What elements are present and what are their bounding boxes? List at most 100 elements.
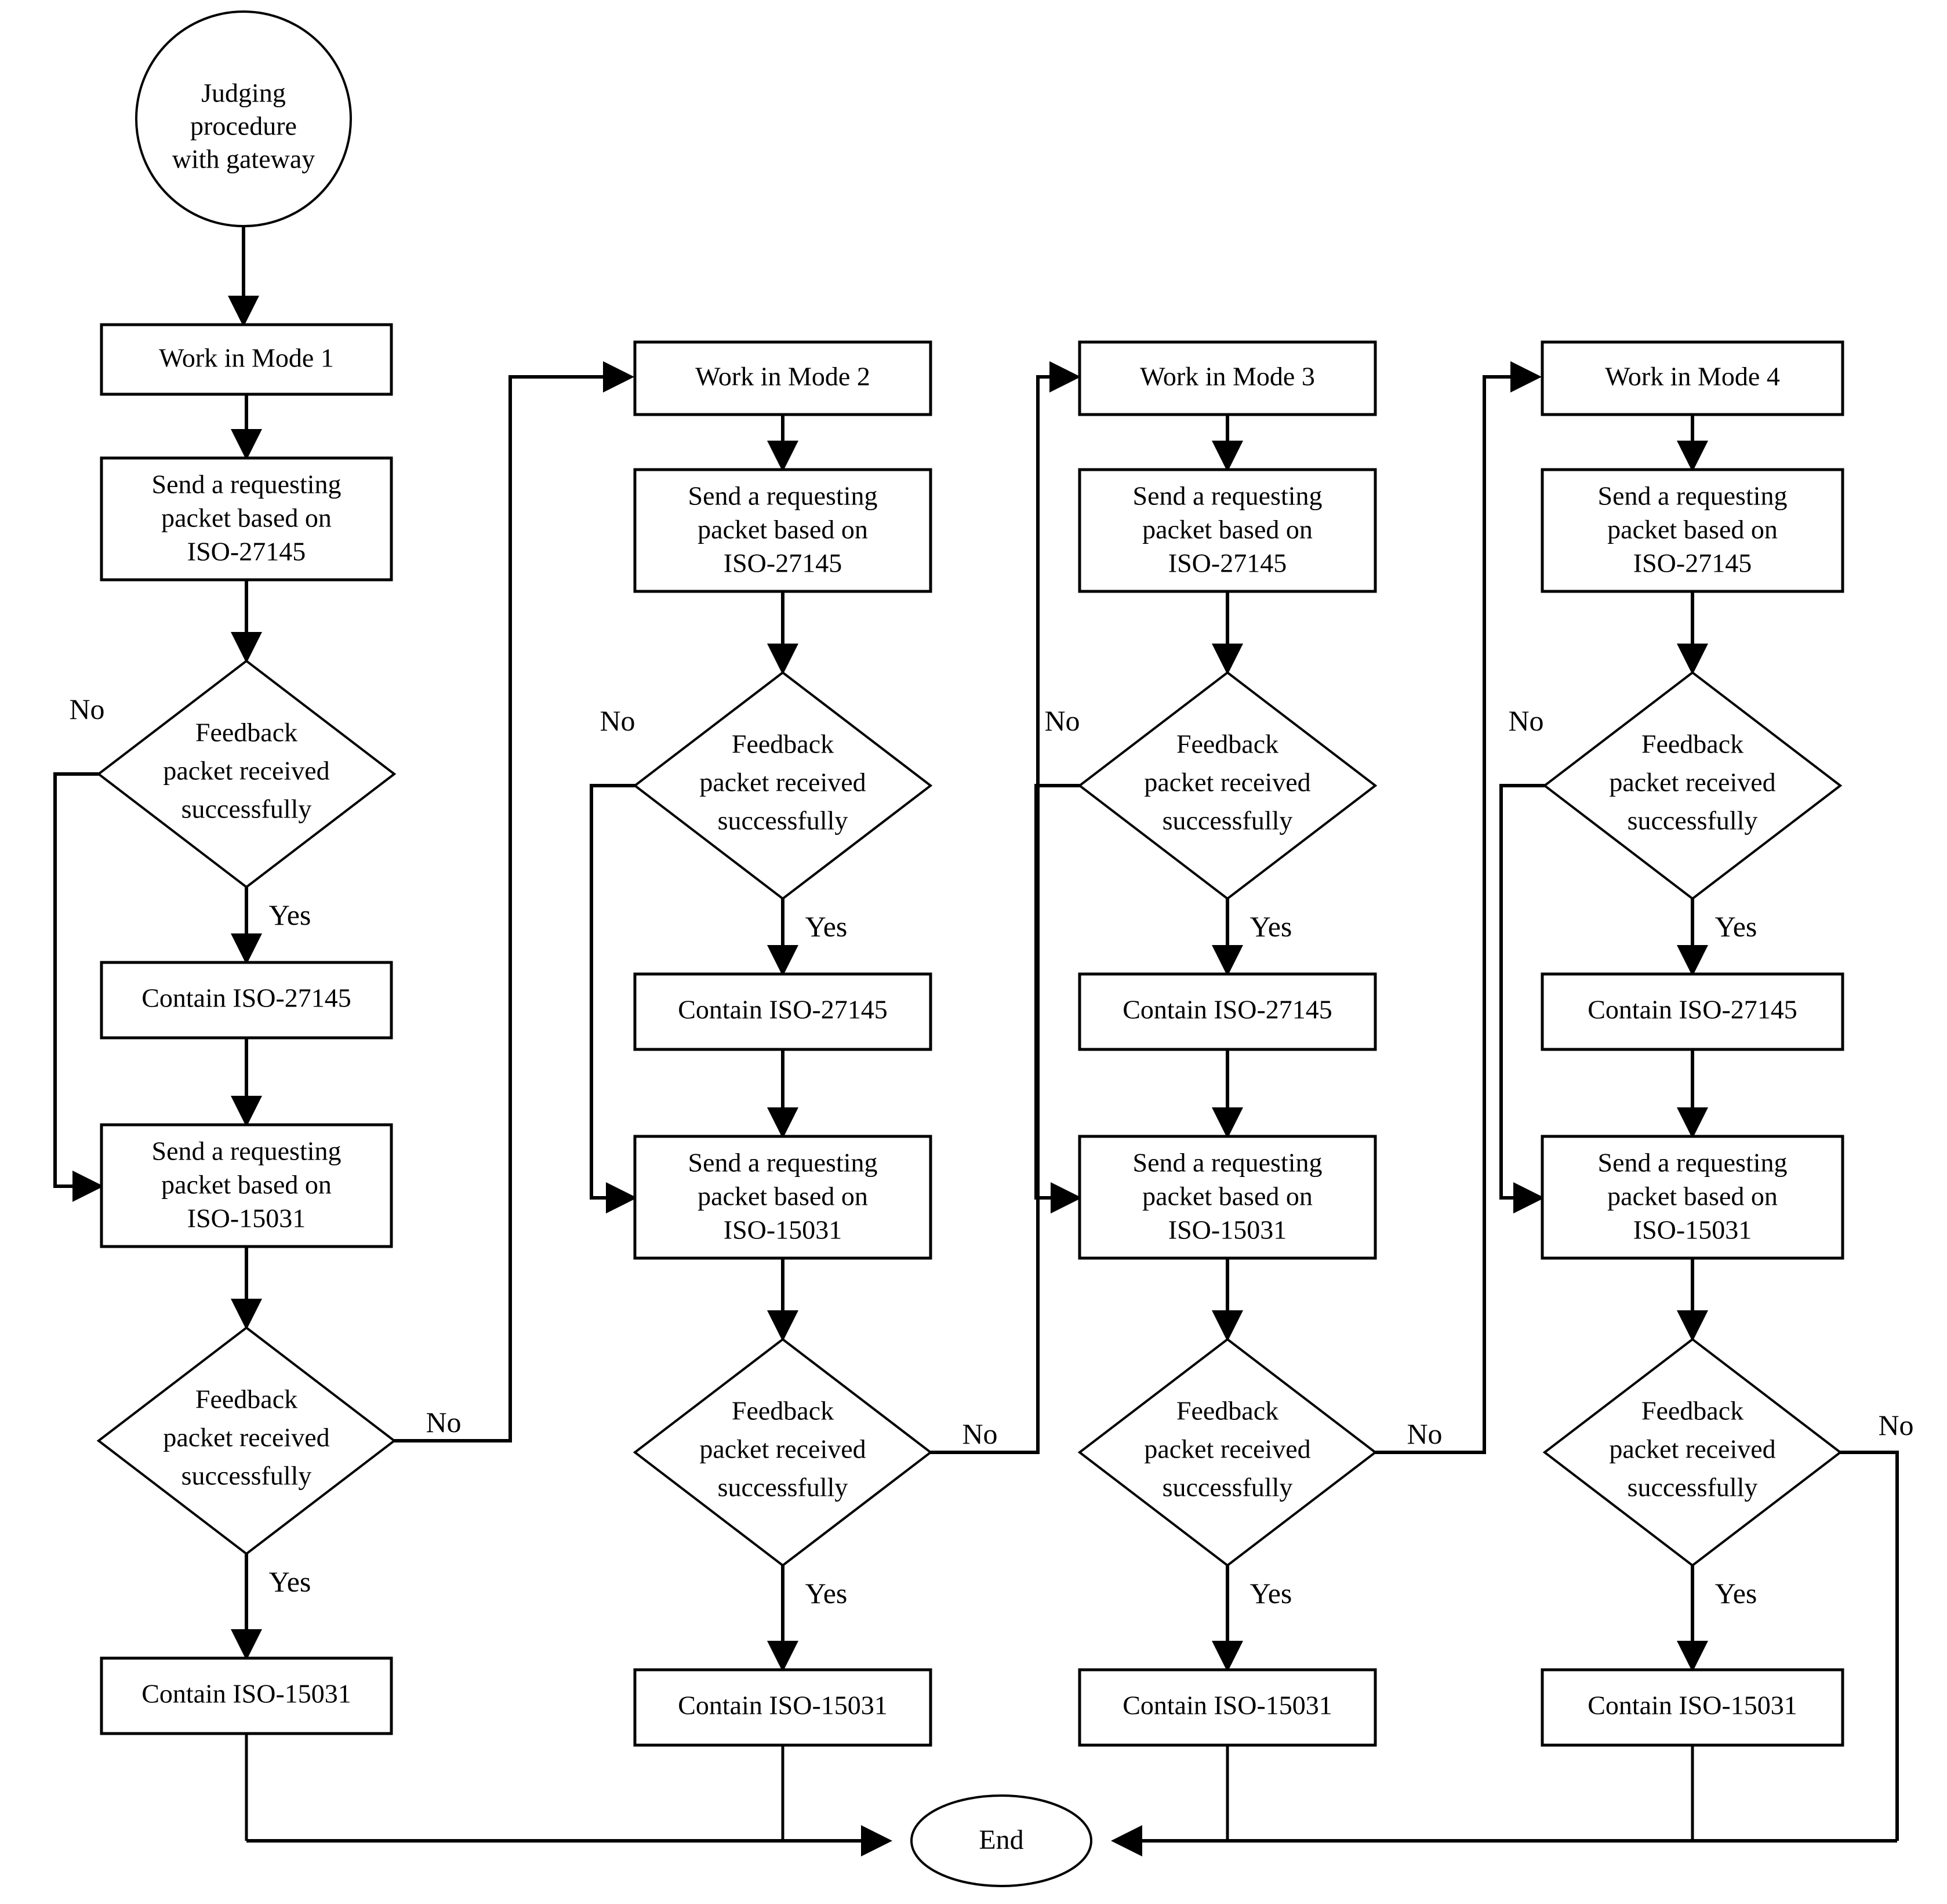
col4-edge-decision2-no-to-end [1840,1451,1899,1841]
col4-send-15031-line3: ISO-15031 [1633,1215,1752,1245]
end-node: End [910,1794,1092,1887]
col4-edge-decision1-no-loop [1499,784,1545,1213]
col1-send-15031-box[interactable] [100,1123,393,1248]
col4-send-15031-line2: packet based on [1607,1182,1778,1211]
col2-mode-label: Work in Mode 2 [695,362,870,391]
col3-mode-box[interactable] [1078,340,1377,416]
col1-mode-label: Work in Mode 1 [159,343,334,373]
col4-contain-15031-box[interactable] [1541,1668,1844,1747]
col2-send-27145-line2: packet based on [698,515,868,544]
col2-decision1-no-label: No [600,704,635,737]
col1-contain-15031-label: Contain ISO-15031 [141,1679,351,1709]
col2-contain-15031-label: Contain ISO-15031 [678,1691,888,1720]
col1-send-15031-line1: Send a requesting [151,1136,341,1166]
start-label-line1: Judging [201,78,286,108]
col4-decision1-no-label: No [1508,704,1543,737]
col3-send-15031-line2: packet based on [1142,1182,1313,1211]
col1-decision1-line1: Feedback [195,718,297,747]
col1-decision2-no-label: No [426,1406,461,1438]
col3-decision1-yes-label: Yes [1250,910,1292,943]
col4-decision1-yes-label: Yes [1715,910,1757,943]
col3-edge-decision1-no-loop [1034,784,1082,1213]
col3-send-15031-line3: ISO-15031 [1168,1215,1287,1245]
start-label-line2: procedure [190,111,297,141]
col1-decision1-line2: packet received [163,756,329,786]
col2-send-27145-box[interactable] [633,468,932,593]
col2-send-15031-line2: packet based on [698,1182,868,1211]
col1-edge-decision1-no-loop [53,772,104,1202]
end-label: End [979,1825,1023,1855]
col1-decision2-line3: successfully [181,1461,312,1491]
col4-decision1-line2: packet received [1609,768,1775,797]
col2-send-15031-box[interactable] [633,1135,932,1260]
col2-send-27145-line3: ISO-27145 [724,548,842,578]
col1-mode-box[interactable] [100,323,393,396]
col3-contain-15031-box[interactable] [1078,1668,1377,1747]
col4-decision2-yes-label: Yes [1715,1577,1757,1609]
col2-contain-27145-label: Contain ISO-27145 [678,995,888,1024]
col2-decision2-no-label: No [962,1418,997,1450]
col3-decision1-no-label: No [1044,704,1080,737]
col3-send-27145-box[interactable] [1078,468,1377,593]
col4-send-15031-box[interactable] [1541,1135,1844,1260]
col3-decision2-yes-label: Yes [1250,1577,1292,1609]
col1-decision2-line2: packet received [163,1423,329,1452]
col4-mode-box[interactable] [1541,340,1844,416]
col4-send-27145-line1: Send a requesting [1597,481,1787,511]
col4-mode-label: Work in Mode 4 [1605,362,1780,391]
col2-edge-decision1-no-loop [590,784,637,1213]
col1-send-27145-line3: ISO-27145 [187,537,306,566]
col4-decision2-line2: packet received [1609,1434,1775,1464]
col2-group: Work in Mode 2 Send a requesting packet … [590,340,1081,1841]
col2-decision2-line2: packet received [699,1434,866,1464]
col1-decision1-line3: successfully [181,794,312,824]
col3-send-27145-line1: Send a requesting [1132,481,1322,511]
col4-decision2-line3: successfully [1628,1473,1758,1502]
col4-contain-27145-label: Contain ISO-27145 [1588,995,1797,1024]
col1-decision1-yes-label: Yes [269,899,311,931]
col1-contain-27145-label: Contain ISO-27145 [141,983,351,1013]
col3-decision2-line2: packet received [1144,1434,1310,1464]
col2-contain-27145-box[interactable] [633,972,932,1051]
col3-contain-27145-label: Contain ISO-27145 [1123,995,1332,1024]
col2-edge-decision2-no-to-mode3 [931,361,1081,1454]
col1-edge-decision2-no-to-mode2 [394,361,634,1442]
col1-decision2-line1: Feedback [195,1385,297,1414]
col4-send-27145-box[interactable] [1541,468,1844,593]
col3-contain-27145-box[interactable] [1078,972,1377,1051]
col3-decision1-line2: packet received [1144,768,1310,797]
col4-decision2-line1: Feedback [1641,1396,1743,1426]
start-node: Judging procedure with gateway [135,10,352,227]
col3-decision2-no-label: No [1407,1418,1442,1450]
col3-send-15031-box[interactable] [1078,1135,1377,1260]
col1-send-15031-line2: packet based on [161,1170,332,1200]
col4-contain-15031-label: Contain ISO-15031 [1588,1691,1797,1720]
col2-decision2-yes-label: Yes [805,1577,848,1609]
col1-contain-27145-box[interactable] [100,961,393,1040]
col4-send-27145-line2: packet based on [1607,515,1778,544]
col1-decision1-no-label: No [69,693,104,725]
end-ellipse [910,1794,1092,1887]
col2-send-15031-line3: ISO-15031 [724,1215,842,1245]
col3-edge-decision2-no-to-mode4 [1375,361,1542,1454]
col2-decision2-line3: successfully [718,1473,848,1502]
col4-decision2-no-label: No [1878,1409,1913,1441]
col1-send-15031-line3: ISO-15031 [187,1204,306,1233]
col2-send-15031-line1: Send a requesting [688,1148,877,1178]
col2-contain-15031-box[interactable] [633,1668,932,1747]
col2-decision2-line1: Feedback [732,1396,834,1426]
col1-contain-15031-box[interactable] [100,1656,393,1735]
col4-contain-27145-box[interactable] [1541,972,1844,1051]
col2-mode-box[interactable] [633,340,932,416]
col4-decision1-line1: Feedback [1641,729,1743,759]
col3-mode-label: Work in Mode 3 [1140,362,1315,391]
start-label-line3: with gateway [172,144,315,174]
col4-group: Work in Mode 4 Send a requesting packet … [1499,340,1914,1841]
col3-contain-15031-label: Contain ISO-15031 [1123,1691,1332,1720]
col1-group: Work in Mode 1 Send a requesting packet … [53,323,634,1841]
col3-decision1-line1: Feedback [1176,729,1278,759]
col3-send-27145-line3: ISO-27145 [1168,548,1287,578]
col2-decision1-line3: successfully [718,806,848,835]
